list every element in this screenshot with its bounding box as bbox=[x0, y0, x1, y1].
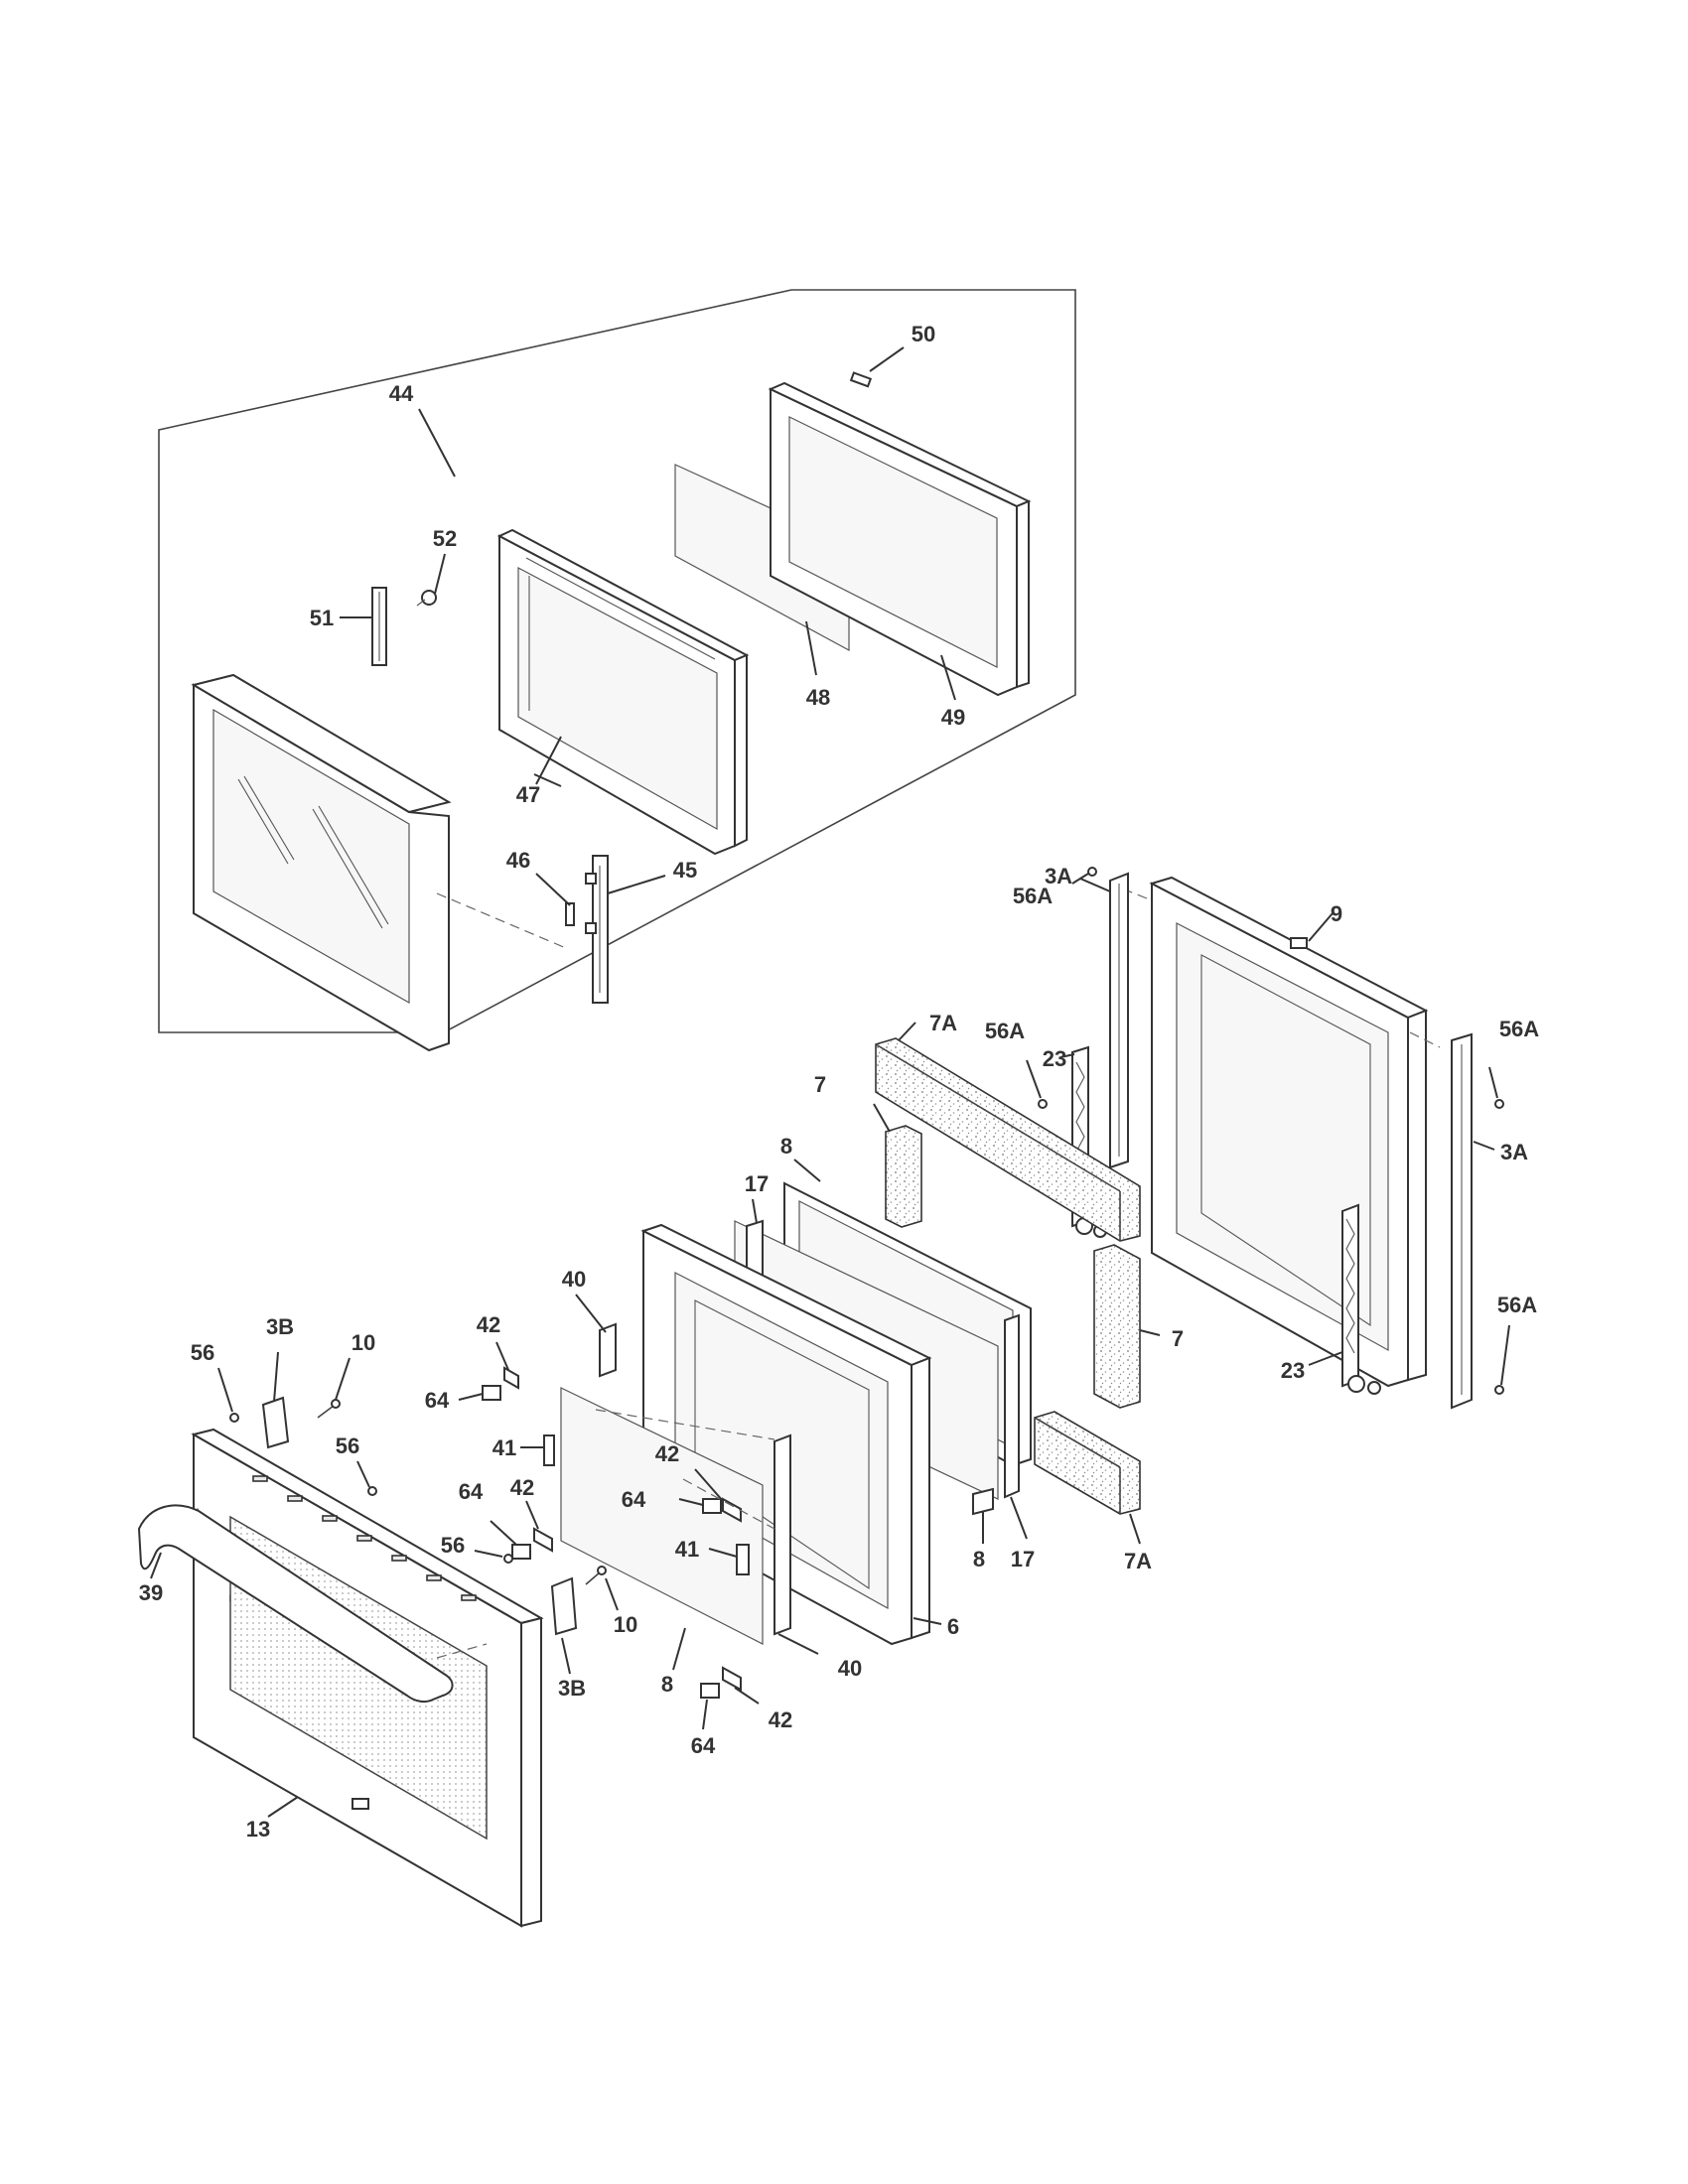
callout-7-1: 7 bbox=[814, 1072, 826, 1097]
callout-9: 9 bbox=[1331, 901, 1342, 926]
callout-10-2: 10 bbox=[614, 1612, 637, 1637]
callout-56-1: 56 bbox=[191, 1340, 214, 1365]
callout-41-2: 41 bbox=[675, 1537, 699, 1562]
callout-40-1: 40 bbox=[562, 1267, 586, 1292]
callout-8-3: 8 bbox=[661, 1672, 673, 1697]
callout-17-2: 17 bbox=[1011, 1547, 1035, 1571]
callout-3A-2: 3A bbox=[1500, 1140, 1528, 1164]
door-handle-39 bbox=[137, 1504, 454, 1704]
callout-50: 50 bbox=[912, 322, 935, 346]
callout-7-2: 7 bbox=[1172, 1326, 1184, 1351]
callout-7A-1: 7A bbox=[929, 1011, 957, 1035]
callout-17-1: 17 bbox=[745, 1171, 769, 1196]
side-bracket-45 bbox=[585, 855, 666, 1004]
callout-42-2: 42 bbox=[655, 1441, 679, 1466]
door-frame-49 bbox=[768, 381, 1032, 701]
screw-10-lower bbox=[585, 1566, 619, 1611]
callout-45: 45 bbox=[673, 858, 697, 883]
bracket-40-upper bbox=[575, 1294, 617, 1378]
screw-56-c bbox=[474, 1550, 513, 1564]
callout-64-3: 64 bbox=[622, 1487, 646, 1512]
screw-52 bbox=[416, 553, 446, 607]
screw-56-b bbox=[356, 1460, 377, 1496]
callout-56A-4: 56A bbox=[1497, 1293, 1537, 1317]
insulation-7A-top bbox=[875, 1022, 1141, 1242]
clip-41-left bbox=[520, 1434, 555, 1466]
oven-liner-9 bbox=[1121, 876, 1441, 1388]
hinge-bracket-51 bbox=[340, 587, 387, 666]
clip-42-d bbox=[722, 1666, 760, 1705]
callout-47: 47 bbox=[516, 782, 540, 807]
pad-64-c bbox=[678, 1498, 722, 1514]
inner-door-frame-47 bbox=[496, 528, 750, 856]
callout-13: 13 bbox=[246, 1817, 270, 1842]
callout-42-4: 42 bbox=[769, 1707, 792, 1732]
callout-48: 48 bbox=[806, 685, 830, 710]
insulation-7-left bbox=[873, 1103, 922, 1228]
screw-56-a bbox=[217, 1367, 239, 1423]
insulation-7-right bbox=[1093, 1244, 1161, 1409]
bracket-3B-lower bbox=[550, 1576, 578, 1675]
clip-42-c bbox=[694, 1468, 742, 1523]
bracket-40-lower bbox=[774, 1433, 819, 1655]
outer-door-panel bbox=[191, 673, 567, 1052]
callout-39: 39 bbox=[139, 1580, 163, 1605]
outer-door-13 bbox=[158, 1428, 544, 1928]
callout-7A-2: 7A bbox=[1124, 1549, 1152, 1573]
callout-23-2: 23 bbox=[1281, 1358, 1305, 1383]
callout-42-3: 42 bbox=[510, 1475, 534, 1500]
callout-56A-3: 56A bbox=[1499, 1017, 1539, 1041]
callout-3B-2: 3B bbox=[558, 1676, 586, 1701]
clip-50 bbox=[849, 346, 905, 388]
callout-64-1: 64 bbox=[425, 1388, 450, 1413]
callout-40-2: 40 bbox=[838, 1656, 862, 1681]
screw-10-upper bbox=[317, 1357, 351, 1419]
pad-64-a bbox=[458, 1385, 501, 1401]
callout-23-1: 23 bbox=[1043, 1046, 1066, 1071]
callout-8-1: 8 bbox=[780, 1134, 792, 1159]
channel-17-right bbox=[1004, 1313, 1028, 1540]
callout-49: 49 bbox=[941, 705, 965, 730]
callout-51: 51 bbox=[310, 606, 334, 630]
hinge-23-lower bbox=[1308, 1203, 1381, 1395]
callout-3B-1: 3B bbox=[266, 1314, 294, 1339]
pad-64-b bbox=[490, 1520, 531, 1560]
callout-8-2: 8 bbox=[973, 1547, 985, 1571]
door-assembly-inset bbox=[158, 289, 1076, 1052]
screw-46 bbox=[535, 873, 575, 926]
callout-6: 6 bbox=[947, 1614, 959, 1639]
callout-labels: 44 50 52 51 48 49 47 46 45 56A 9 3A 7A 5… bbox=[139, 322, 1540, 1842]
callout-56-2: 56 bbox=[336, 1433, 359, 1458]
clip-41-right bbox=[708, 1544, 750, 1575]
side-rail-3A-left bbox=[1071, 867, 1129, 1169]
pad-64-d bbox=[700, 1683, 720, 1730]
glass-panel-8-front bbox=[560, 1387, 764, 1671]
callout-56A-1: 56A bbox=[1013, 884, 1053, 908]
callout-46: 46 bbox=[506, 848, 530, 873]
clip-42-b bbox=[525, 1500, 553, 1553]
insulation-7A-bottom bbox=[1034, 1411, 1141, 1545]
callout-44: 44 bbox=[389, 381, 414, 406]
callout-52: 52 bbox=[433, 526, 457, 551]
callout-10-1: 10 bbox=[352, 1330, 375, 1355]
callout-64-2: 64 bbox=[459, 1479, 484, 1504]
bracket-3B-upper bbox=[261, 1351, 290, 1449]
callout-41-1: 41 bbox=[492, 1435, 516, 1460]
side-rail-3A-right bbox=[1451, 1032, 1510, 1410]
callout-3A-1: 3A bbox=[1045, 864, 1072, 888]
callout-64-4: 64 bbox=[691, 1733, 716, 1758]
clip-42-a bbox=[495, 1341, 519, 1390]
callout-42-1: 42 bbox=[477, 1312, 500, 1337]
callout-56A-2: 56A bbox=[985, 1019, 1025, 1043]
callout-56-3: 56 bbox=[441, 1533, 465, 1558]
